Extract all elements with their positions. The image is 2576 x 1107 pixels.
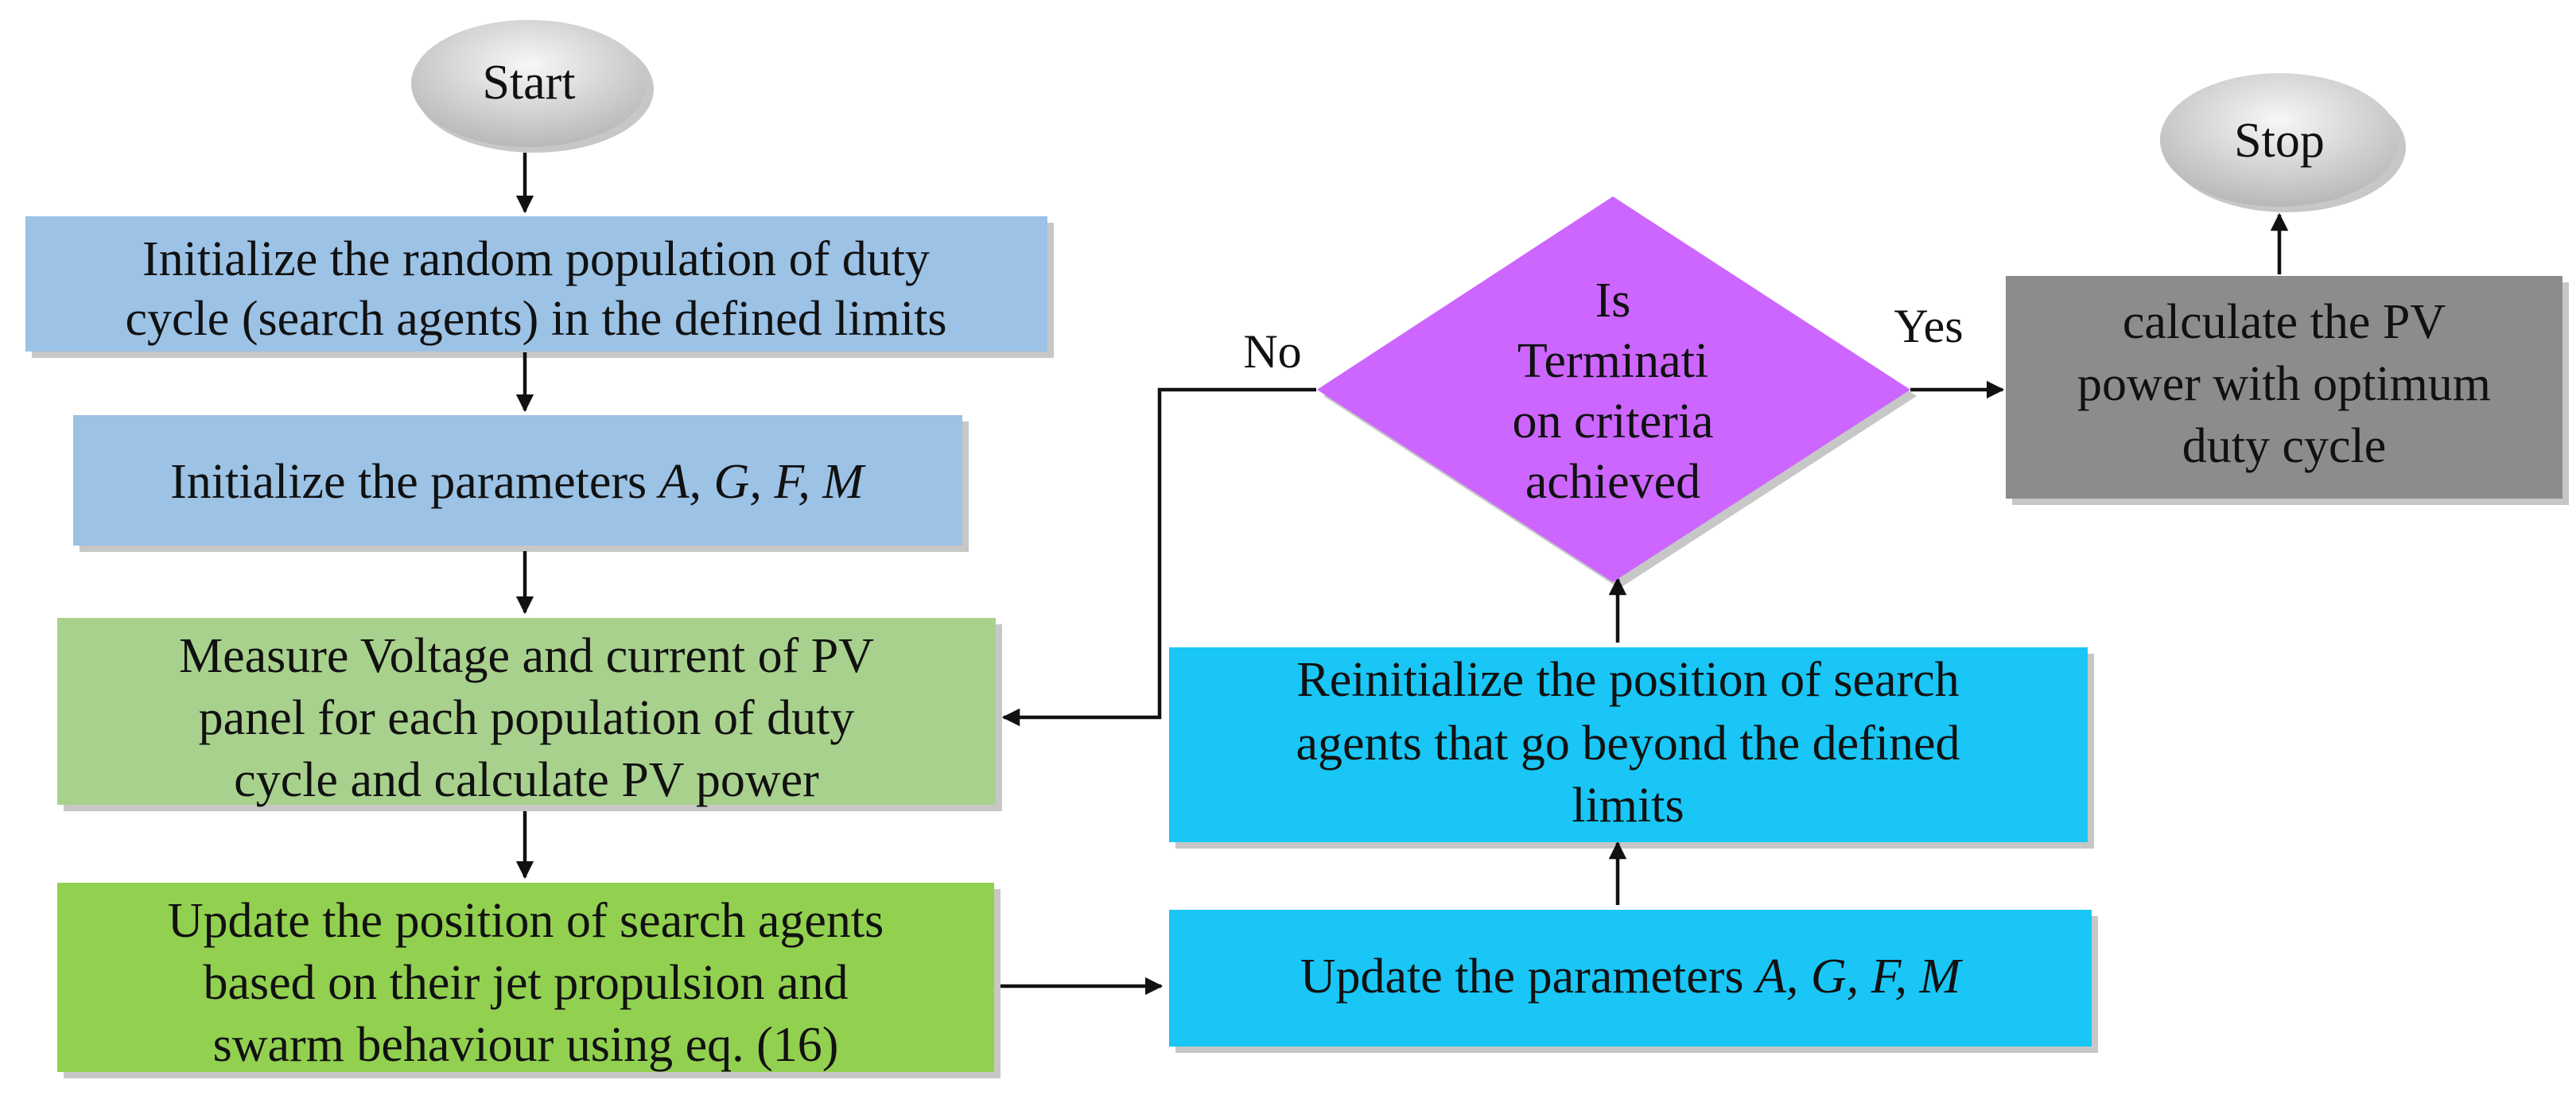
calculate-rect	[2006, 276, 2562, 499]
init-population-box: Initialize the random population of duty…	[25, 216, 1054, 358]
update-position-rect	[57, 883, 994, 1072]
reinitialize-line-2: agents that go beyond the defined	[1296, 717, 1960, 771]
update-position-line-1: Update the position of search agents	[168, 894, 884, 948]
init-params-rect	[73, 415, 962, 546]
init-params-box: Initialize the parameters A, G, F, M	[73, 415, 969, 552]
arrow-decision-no-to-measure	[1001, 387, 1316, 727]
measure-box: Measure Voltage and current of PV panel …	[57, 618, 1002, 811]
update-params-variables: A, G, F, M	[1753, 950, 1964, 1004]
init-params-prefix: Initialize the parameters	[170, 455, 659, 509]
decision-line-3: on criteria	[1512, 394, 1713, 449]
stop-ellipse	[2160, 73, 2399, 207]
edge-label-yes: Yes	[1894, 300, 1963, 352]
calculate-box: calculate the PV power with optimum duty…	[2006, 276, 2569, 505]
update-params-box: Update the parameters A, G, F, M	[1169, 910, 2098, 1053]
calculate-line-1: calculate the PV	[2123, 295, 2446, 349]
stop-terminal: Stop	[2160, 73, 2406, 212]
calculate-line-2: power with optimum	[2077, 357, 2491, 411]
measure-line-1: Measure Voltage and current of PV	[179, 629, 874, 683]
reinitialize-line-3: limits	[1572, 779, 1684, 833]
init-params-text: Initialize the parameters A, G, F, M	[170, 455, 866, 509]
decision-diamond: Is Terminati on criteria achieved	[1317, 196, 1917, 588]
init-population-line-1: Initialize the random population of duty	[142, 232, 930, 286]
measure-line-2: panel for each population of duty	[199, 691, 855, 745]
update-params-rect	[1169, 910, 2092, 1047]
stop-label: Stop	[2234, 114, 2325, 168]
calculate-line-3: duty cycle	[2182, 419, 2387, 473]
reinitialize-rect	[1169, 647, 2088, 842]
update-position-line-3: swarm behaviour using eq. (16)	[213, 1018, 839, 1072]
start-label: Start	[482, 56, 575, 110]
update-position-box: Update the position of search agents bas…	[57, 883, 1000, 1078]
decision-shape	[1317, 196, 1910, 582]
start-ellipse	[411, 20, 647, 147]
init-population-rect	[25, 216, 1047, 352]
init-population-line-2: cycle (search agents) in the defined lim…	[126, 292, 947, 346]
edge-label-no: No	[1243, 325, 1301, 378]
start-terminal: Start	[411, 20, 654, 153]
connectors	[515, 153, 2289, 996]
reinitialize-box: Reinitialize the position of search agen…	[1169, 647, 2094, 849]
update-params-text: Update the parameters A, G, F, M	[1300, 950, 1964, 1004]
decision-line-1: Is	[1595, 274, 1631, 328]
init-params-variables: A, G, F, M	[656, 455, 867, 509]
update-params-prefix: Update the parameters	[1300, 950, 1756, 1004]
update-position-line-2: based on their jet propulsion and	[204, 956, 849, 1010]
measure-rect	[57, 618, 996, 805]
measure-line-3: cycle and calculate PV power	[234, 753, 819, 807]
decision-line-4: achieved	[1525, 455, 1700, 509]
decision-line-2: Terminati	[1517, 334, 1708, 388]
reinitialize-line-1: Reinitialize the position of search	[1296, 653, 1959, 707]
